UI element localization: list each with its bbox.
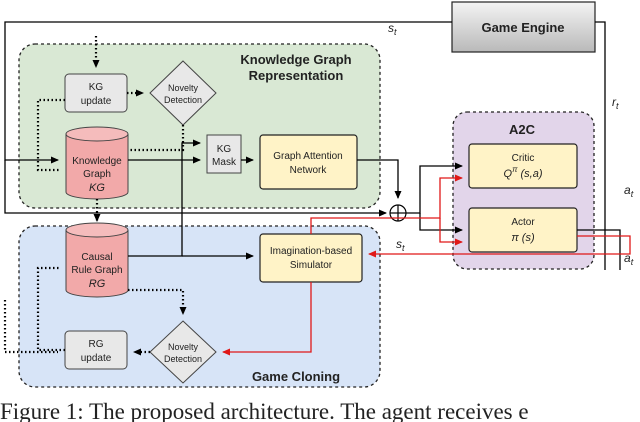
figure-caption: Figure 1: The proposed architecture. The…	[0, 399, 529, 422]
dotted-connectors	[3, 36, 187, 356]
causal-rule-graph-cylinder	[65, 222, 129, 298]
rg-cylinder-label: Causal	[81, 252, 112, 263]
game-engine-box	[451, 1, 596, 53]
signal-a-red: at	[624, 251, 634, 267]
kg-cylinder-label: Knowledge	[72, 156, 122, 167]
kg-mask-label: KG	[217, 144, 232, 155]
signal-s-top: st	[388, 21, 397, 37]
kg-mask-box	[206, 134, 242, 174]
rg-update-label: RG	[89, 339, 104, 350]
critic-label: Critic	[512, 153, 535, 164]
kg-update-label: KG	[89, 82, 104, 93]
simulator-box	[259, 233, 363, 283]
rg-novelty-label: Novelty	[168, 342, 199, 352]
actor-box	[468, 207, 578, 253]
knowledge-graph-cylinder	[65, 126, 129, 200]
signal-a-right: at	[624, 183, 634, 199]
gat-label: Graph Attention	[273, 151, 343, 162]
gat-label-2: Network	[290, 165, 328, 176]
simulator-label-2: Simulator	[290, 260, 333, 271]
actor-label: Actor	[511, 217, 535, 228]
rg-cylinder-symbol: RG	[89, 278, 106, 290]
actor-pi-label: π (s)	[511, 232, 535, 244]
kg-panel-title: Knowledge Graph	[240, 52, 351, 67]
rg-update-label-2: update	[81, 353, 112, 364]
kg-cylinder-symbol: KG	[89, 182, 105, 194]
rg-novelty-diamond	[149, 320, 217, 384]
kg-cylinder-label-2: Graph	[83, 169, 111, 180]
rg-novelty-label-2: Detection	[164, 354, 202, 364]
critic-box	[468, 143, 578, 189]
simulator-label: Imagination-based	[270, 246, 352, 257]
a2c-panel-title: A2C	[509, 122, 536, 137]
graph-attention-network-box	[259, 134, 358, 190]
kg-novelty-label-2: Detection	[164, 95, 202, 105]
critic-q-label: Qπ (s,a)	[504, 165, 543, 180]
gc-panel-title: Game Cloning	[252, 369, 340, 384]
red-connectors	[222, 174, 631, 356]
game-engine-label: Game Engine	[481, 20, 564, 35]
kg-mask-label-2: Mask	[212, 157, 237, 168]
signal-s-mid: st	[396, 237, 405, 253]
signal-r-right: rt	[612, 95, 619, 111]
kg-novelty-label: Novelty	[168, 83, 199, 93]
rg-cylinder-label-2: Rule Graph	[71, 265, 122, 276]
solid-connectors	[4, 21, 621, 270]
kg-update-label-2: update	[81, 96, 112, 107]
kg-panel-title-2: Representation	[249, 68, 344, 83]
